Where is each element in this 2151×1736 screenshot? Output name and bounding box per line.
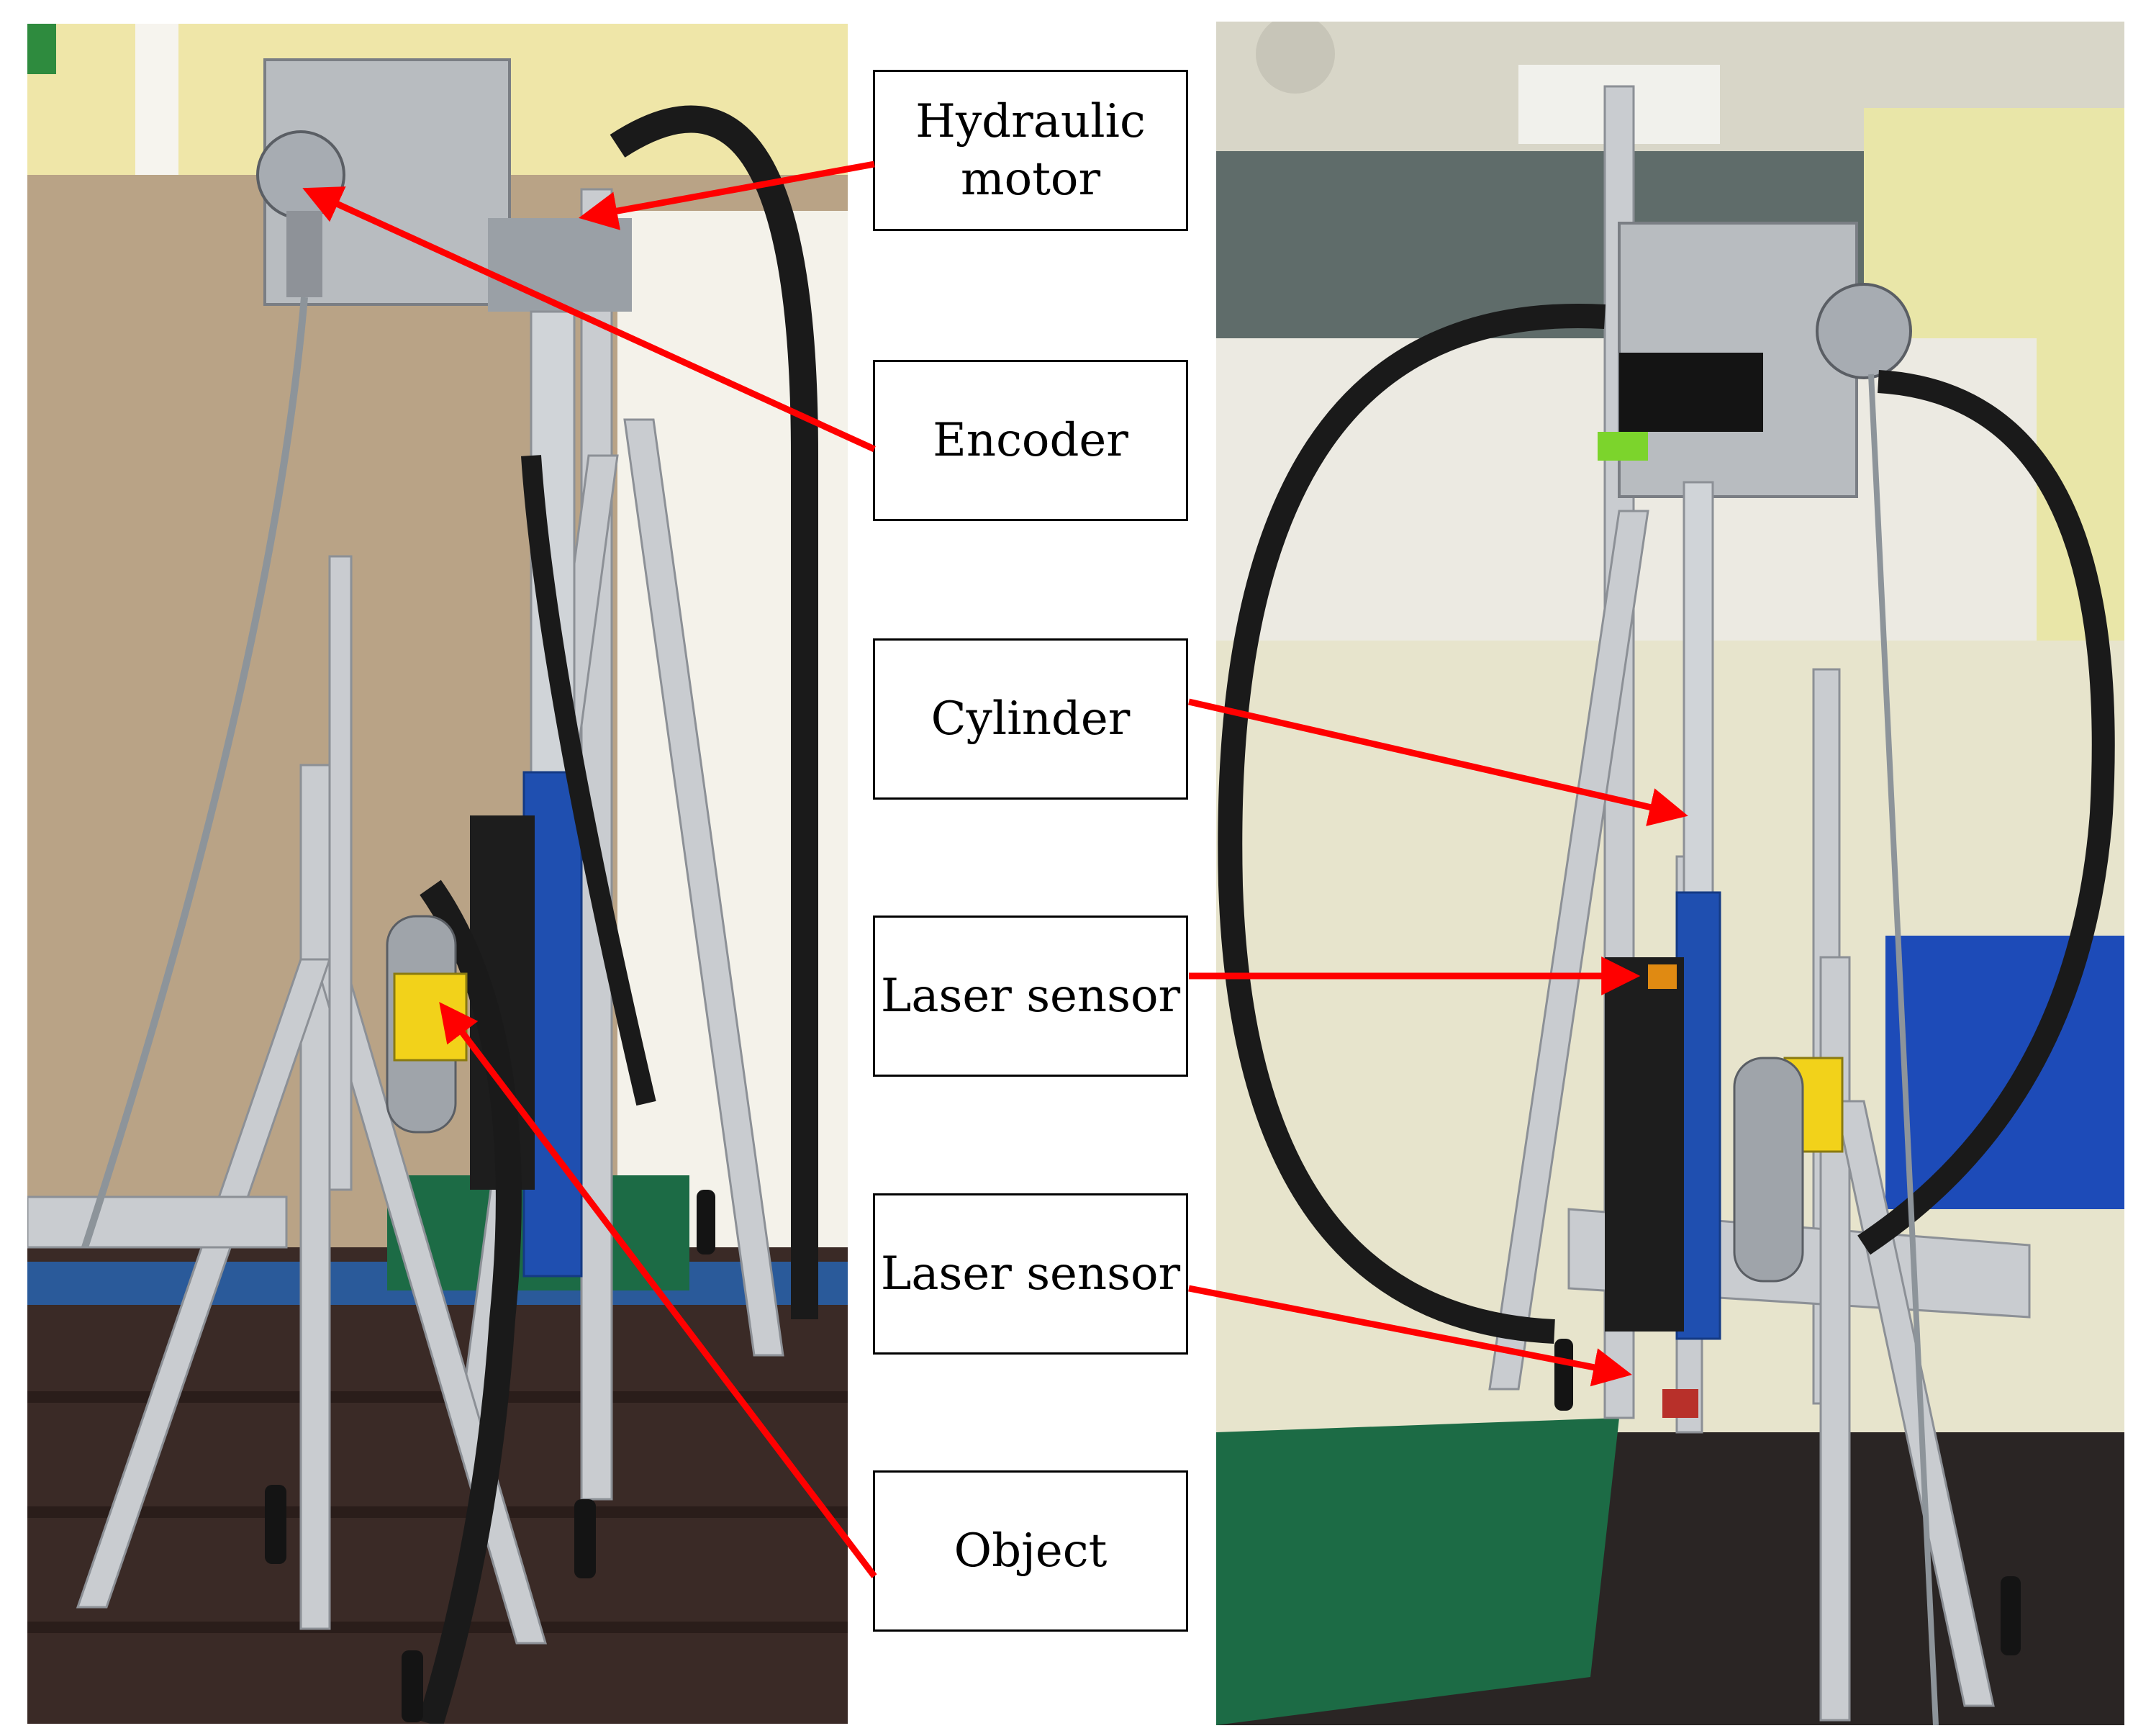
object-canister bbox=[1733, 1057, 1804, 1283]
green-clamp bbox=[1598, 432, 1648, 461]
label-cylinder-text: Cylinder bbox=[930, 692, 1131, 746]
label-laser-sensor-bottom: Laser sensor bbox=[873, 1193, 1188, 1355]
encoder-neck bbox=[286, 211, 322, 297]
encoder-cable bbox=[81, 297, 308, 1249]
label-object-text: Object bbox=[954, 1524, 1108, 1578]
wall-pillar bbox=[135, 24, 178, 175]
blue-unit bbox=[1885, 936, 2124, 1209]
motor-body bbox=[1619, 353, 1763, 432]
right-photo-illustration bbox=[1216, 22, 2124, 1725]
laser-sensor-bottom-light bbox=[1662, 1389, 1698, 1418]
label-laser-sensor-top-text: Laser sensor bbox=[880, 969, 1181, 1023]
label-encoder: Encoder bbox=[873, 360, 1188, 521]
label-encoder-text: Encoder bbox=[933, 414, 1128, 467]
label-laser-sensor-top: Laser sensor bbox=[873, 916, 1188, 1077]
motor-bracket bbox=[488, 218, 632, 312]
label-cylinder: Cylinder bbox=[873, 638, 1188, 800]
label-laser-sensor-bottom-text: Laser sensor bbox=[880, 1247, 1181, 1301]
encoder-cable bbox=[1868, 374, 1939, 1725]
hydraulic-hose-loop bbox=[1218, 303, 1606, 1344]
right-photo bbox=[1216, 22, 2124, 1725]
laser-sensor-top-light bbox=[1648, 964, 1677, 989]
label-object: Object bbox=[873, 1470, 1188, 1632]
left-photo bbox=[27, 24, 848, 1724]
encoder-body bbox=[1816, 283, 1912, 379]
hydraulic-hose-back bbox=[521, 455, 656, 1106]
encoder-body bbox=[256, 130, 345, 220]
left-photo-illustration bbox=[27, 24, 848, 1724]
hydraulic-hose-right bbox=[1857, 370, 2115, 1255]
label-hydraulic-motor-text: Hydraulic motor bbox=[915, 95, 1146, 206]
ceiling-vent bbox=[1256, 22, 1335, 94]
green-mat bbox=[1216, 1418, 1619, 1725]
exit-sign bbox=[27, 24, 56, 74]
piston-rod bbox=[1683, 481, 1714, 901]
label-hydraulic-motor: Hydraulic motor bbox=[873, 70, 1188, 231]
yellow-sensor-mount bbox=[393, 972, 468, 1062]
sensor-panel bbox=[1605, 957, 1684, 1332]
